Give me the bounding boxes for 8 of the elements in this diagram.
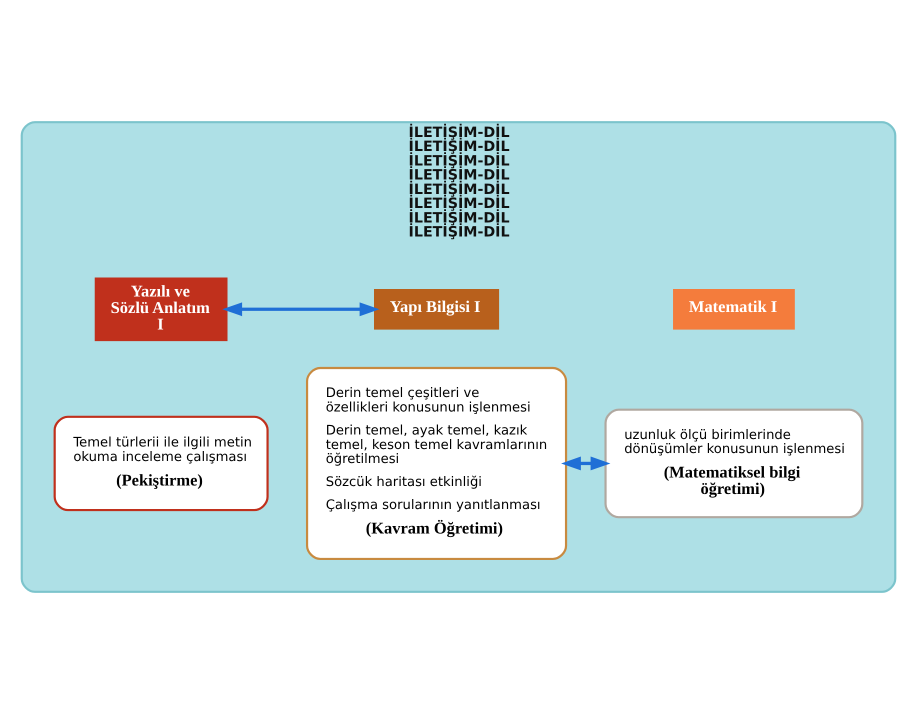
- node-box: Yazılı ve Sözlü Anlatım I: [94, 276, 228, 341]
- node-box: uzunluk ölçü birimlerinde dönüşümler konusunun işlenmesi (Matematiksel bilgi öğretimi): [604, 408, 864, 518]
- node-box: Matematik I: [673, 288, 795, 330]
- arrow: [561, 456, 610, 470]
- arrow: [222, 302, 380, 316]
- node-box: Temel türlerii ile ilgili metin okuma inceleme çalışması (Pekiştirme): [54, 415, 269, 511]
- node-box: Yapı Bilgisi I: [374, 288, 500, 330]
- node-box: Derin temel çeşitleri ve özellikleri konusunun işlenmesi Derin temel, ayak temel, kazık temel, keson temel kavramlarının öğretilmesi Sözcük haritası etkinliği Çalışma sorularının yanıtlanması (Kavram Öğretimi): [306, 366, 568, 560]
